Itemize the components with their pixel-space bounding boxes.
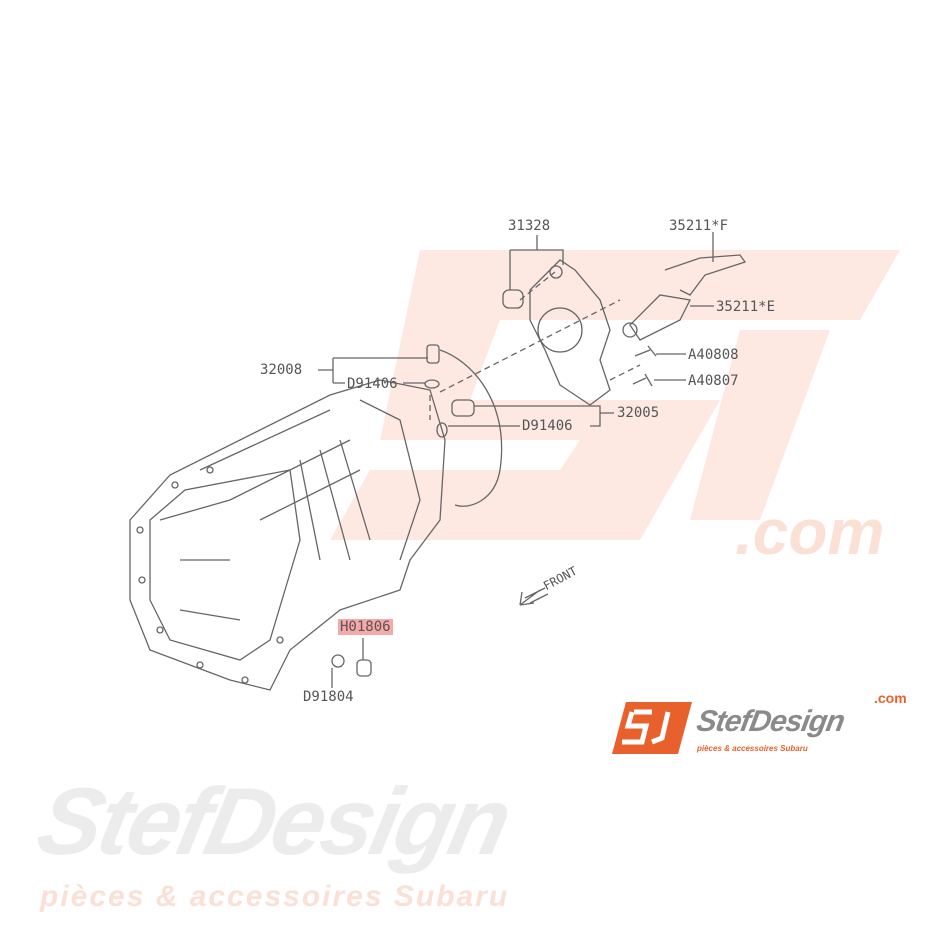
label-32008: 32008 (260, 362, 303, 378)
transmission-case (129, 379, 446, 691)
label-35211E: 35211*E (716, 299, 776, 315)
label-32005: 32005 (617, 405, 660, 421)
label-D91406-upper: D91406 (347, 376, 398, 392)
label-A40807: A40807 (688, 373, 739, 389)
switch-32008 (426, 344, 440, 364)
shift-rail-35211E (629, 294, 691, 341)
stefdesign-logo: StefDesign .com pièces & accessoires Sub… (612, 690, 922, 764)
label-35211F: 35211*F (669, 218, 729, 234)
rear-cover (529, 259, 611, 406)
logo-brand: StefDesign (694, 705, 847, 738)
bolt-a40807 (632, 373, 653, 387)
shift-rail-35211F (664, 254, 747, 296)
watermark-tagline: pièces & accessoires Subaru (40, 880, 510, 913)
label-31328: 31328 (508, 218, 551, 234)
drain-plug (356, 659, 372, 677)
switch-32005 (451, 399, 475, 417)
label-D91406-lower: D91406 (522, 418, 573, 434)
logo-tagline: pièces & accessoires Subaru (697, 744, 808, 753)
label-A40808: A40808 (688, 347, 739, 363)
watermark-domain: .com (735, 496, 885, 568)
label-H01806-highlighted: H01806 (338, 619, 393, 635)
label-D91804: D91804 (303, 689, 354, 705)
logo-domain: .com (874, 690, 907, 706)
bolt-a40808 (634, 345, 657, 357)
sj-logo-mark (612, 702, 692, 754)
